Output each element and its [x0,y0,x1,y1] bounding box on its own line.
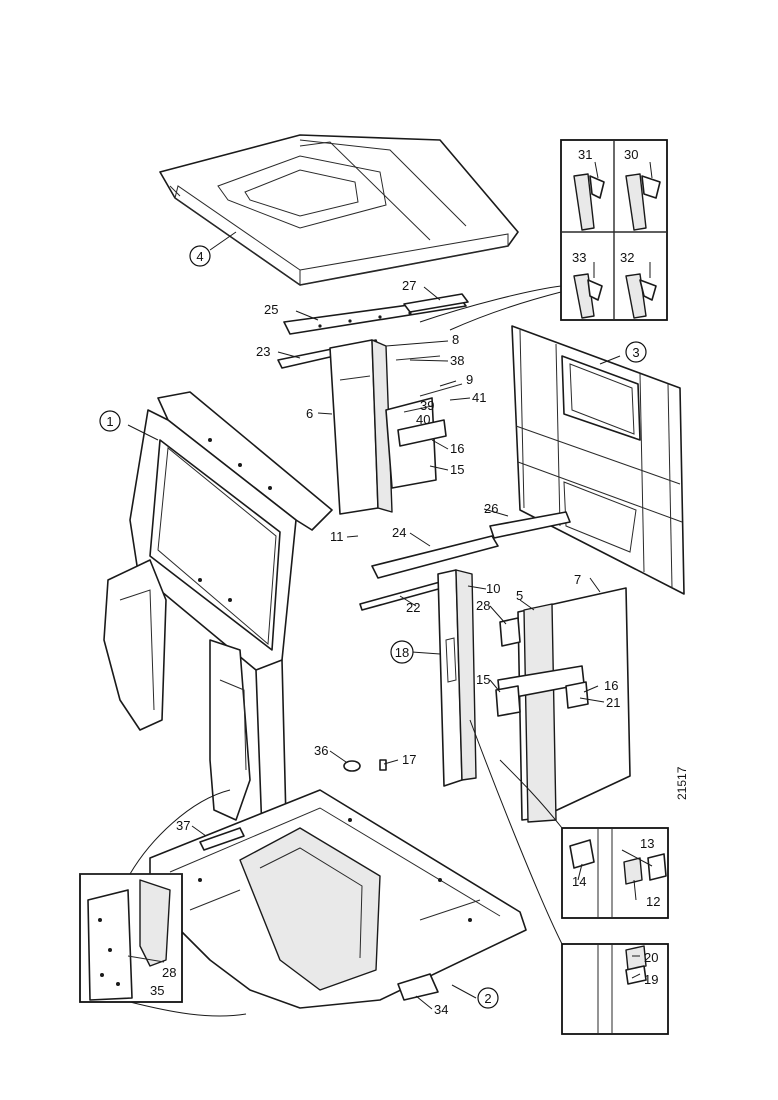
callout-33: 33 [572,250,586,265]
b-pillar [437,569,477,787]
callout-40: 40 [416,412,430,427]
callout-4: 4 [189,245,211,267]
rear-wall-panel [511,325,685,595]
callout-10: 10 [486,581,500,596]
callout-21: 21 [606,695,620,710]
callout-15-lower: 15 [476,672,490,687]
trim-strip-inset [419,139,668,331]
callout-5: 5 [516,588,523,603]
callout-8: 8 [452,332,459,347]
svg-text:2: 2 [484,991,491,1006]
callout-20: 20 [644,950,658,965]
svg-text:3: 3 [632,345,639,360]
callout-35: 35 [150,983,164,998]
leader-lines [127,231,653,1010]
callout-32: 32 [620,250,634,265]
callout-31: 31 [578,147,592,162]
callout-16-lower: 16 [604,678,618,693]
roof-panel [159,134,519,286]
callout-34: 34 [434,1002,448,1017]
callout-23: 23 [256,344,270,359]
callout-36: 36 [314,743,328,758]
svg-text:1: 1 [106,414,113,429]
callout-41: 41 [472,390,486,405]
svg-text:4: 4 [196,249,203,264]
callout-16-upper: 16 [450,441,464,456]
front-frame [103,391,333,833]
callout-25: 25 [264,302,278,317]
callout-37: 37 [176,818,190,833]
callout-17: 17 [402,752,416,767]
drawing-reference-number: 21517 [675,766,689,800]
callout-13: 13 [640,836,654,851]
callout-11: 11 [330,529,344,544]
callout-15-upper: 15 [450,462,464,477]
callout-38: 38 [450,353,464,368]
callout-1: 1 [99,410,121,432]
callout-30: 30 [624,147,638,162]
callout-7: 7 [574,572,581,587]
callout-22: 22 [406,600,420,615]
callout-12: 12 [646,894,660,909]
callout-39: 39 [420,398,434,413]
rear-quarter-panel [495,587,631,823]
callout-6: 6 [306,406,313,421]
callout-3: 3 [625,341,647,363]
callout-18: 18 [390,640,414,664]
callout-19: 19 [644,972,658,987]
svg-text:18: 18 [395,645,409,660]
callout-2: 2 [477,987,499,1009]
callout-9: 9 [466,372,473,387]
callout-14: 14 [572,874,586,889]
upper-rear-pillar [329,339,463,515]
floor-bracket-inset [79,789,247,1017]
callout-27: 27 [402,278,416,293]
clip-inset-lower [469,719,669,1035]
callout-28-lower: 28 [162,965,176,980]
floor-pan [149,759,527,1009]
callout-24: 24 [392,525,406,540]
callout-28-mid: 28 [476,598,490,613]
callout-26-mid: 26 [484,501,498,516]
